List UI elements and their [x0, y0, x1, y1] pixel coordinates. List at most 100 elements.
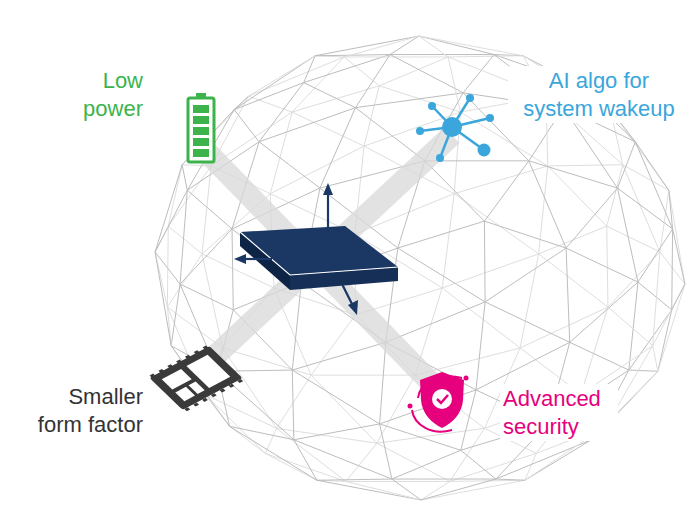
shield	[420, 372, 464, 428]
module-pin	[185, 355, 191, 359]
sphere-edge	[304, 56, 315, 83]
sphere-edge	[315, 36, 419, 56]
network-icon	[416, 94, 494, 162]
battery-bar	[193, 116, 209, 124]
node-dot	[416, 127, 424, 135]
sphere-edge	[635, 142, 668, 190]
check-circle	[432, 389, 452, 409]
module-pin	[229, 384, 235, 388]
sphere-edge	[618, 188, 673, 229]
check-mark	[437, 395, 448, 403]
sphere-edge	[249, 96, 293, 112]
sphere-edge	[222, 348, 276, 428]
sphere-edge	[653, 346, 658, 371]
module-pin	[158, 369, 164, 373]
sphere-edge	[259, 83, 304, 142]
sphere-edge	[496, 479, 525, 480]
axis	[243, 258, 272, 260]
sphere-edge	[392, 479, 496, 480]
sphere-edge	[234, 56, 315, 110]
sphere-edge	[294, 424, 380, 440]
sphere-edge	[520, 307, 608, 348]
sphere-edge	[607, 226, 608, 307]
sphere-edge	[344, 57, 379, 86]
shield-icon	[408, 372, 469, 432]
sphere-edge	[448, 57, 460, 112]
sphere-edge	[379, 57, 448, 86]
module-pin	[167, 364, 173, 368]
sphere-edge	[202, 254, 222, 348]
sphere-edge	[392, 479, 421, 500]
axis	[342, 284, 353, 306]
sphere-edge	[180, 229, 232, 284]
sphere-edge	[355, 108, 424, 161]
sphere-edge	[419, 36, 494, 55]
sphere-edge	[638, 282, 672, 310]
sphere-edge	[419, 36, 448, 57]
sphere-edge	[421, 480, 525, 500]
battery-bar	[193, 149, 209, 157]
module-pin	[202, 398, 208, 402]
sphere-edge	[380, 424, 392, 479]
sphere-edge	[292, 342, 385, 370]
node-dot	[436, 154, 444, 162]
battery-icon	[188, 93, 214, 162]
sphere-edge	[390, 54, 494, 55]
module-pin	[194, 350, 200, 354]
sphere-edge	[398, 248, 485, 302]
sphere-edge	[292, 370, 379, 424]
sphere-edge	[485, 302, 570, 342]
sphere-edge	[294, 440, 317, 480]
sphere-edge	[461, 450, 496, 479]
feature-label: Low power	[66, 66, 146, 123]
battery-body	[188, 98, 214, 162]
sphere-edge	[629, 370, 658, 371]
sphere-edge	[230, 426, 294, 439]
diagonal-bands	[200, 135, 452, 392]
module-pin	[211, 393, 217, 397]
sphere-edge	[618, 142, 636, 188]
feature-label: Advanced security	[500, 384, 618, 441]
swirl-dot	[408, 404, 413, 409]
sphere-edge	[566, 188, 617, 248]
sensor-chip	[240, 226, 398, 290]
sphere-edge	[304, 55, 390, 83]
arrowhead	[348, 300, 358, 315]
sphere-edge	[344, 36, 419, 57]
sphere-edge	[234, 110, 259, 142]
sphere-edge	[249, 56, 316, 96]
sphere-edge	[673, 229, 685, 284]
sphere-edge	[421, 479, 496, 500]
sphere-edge	[380, 424, 461, 450]
sphere-edge	[259, 142, 320, 188]
sphere-edge	[182, 165, 187, 190]
band	[200, 135, 452, 370]
module-pad	[162, 369, 192, 390]
sphere-edge	[529, 161, 618, 188]
module-pad	[189, 382, 205, 395]
sphere-edge	[259, 108, 355, 142]
sphere-edge	[346, 481, 421, 500]
sphere-edge	[168, 226, 202, 254]
sphere-edge	[180, 284, 233, 310]
sphere-edge	[180, 190, 187, 284]
sphere-edge	[155, 190, 187, 252]
sphere-edge	[548, 165, 623, 166]
node-dot	[466, 94, 474, 102]
sphere-edge	[607, 165, 623, 226]
sphere-edge	[635, 142, 672, 229]
sphere-edge	[168, 165, 182, 226]
node-dot	[428, 102, 436, 110]
sphere-edge	[277, 428, 377, 443]
sphere-edge	[629, 310, 672, 370]
module-pin	[193, 403, 199, 407]
sphere-edge	[311, 375, 415, 376]
sphere-edge	[653, 252, 660, 346]
battery-bar	[193, 138, 209, 146]
sphere-edge	[638, 229, 673, 282]
sphere-edge	[607, 226, 660, 252]
swirl-dot	[464, 376, 469, 381]
battery-bar	[193, 105, 209, 113]
sphere-edge	[484, 221, 566, 248]
